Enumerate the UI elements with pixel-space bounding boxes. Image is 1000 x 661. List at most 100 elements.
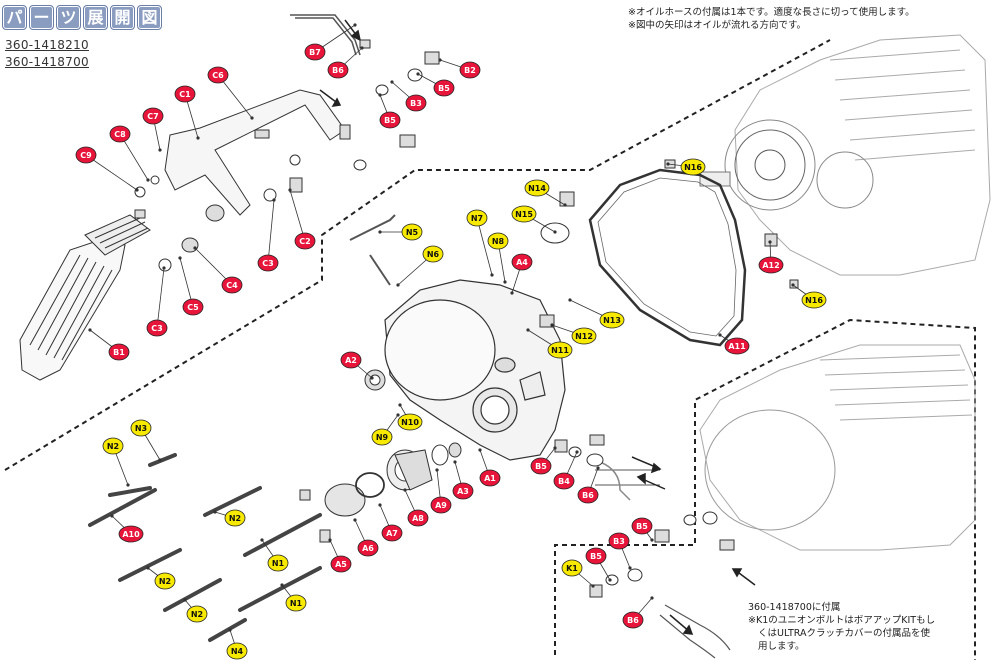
callout-dot [213,510,217,514]
callout-badge [430,496,452,514]
callout-badge [285,594,307,612]
callout-b6: B6 [622,596,654,629]
callout-badge [758,256,784,274]
callout-label: A12 [762,261,779,270]
callout-dot [791,283,795,287]
callout-dot [250,116,254,120]
callout-leader [217,74,253,119]
callout-b5: B5 [378,93,401,129]
callout-badge [530,457,552,475]
callout-badge [599,311,625,329]
callout-n2: N2 [102,437,130,487]
callout-a3: A3 [452,460,474,500]
callout-n8: N8 [487,232,509,284]
callout-label: A9 [435,501,447,510]
callout-leader [476,217,493,276]
callout-dot [628,566,632,570]
callout-b1: B1 [88,328,130,361]
callout-label: N8 [492,237,505,246]
part-number-1: 360-1418210 [5,38,89,52]
title-char: 開 [110,5,135,30]
note-bottom-line-1: 360-1418700に付属 [748,602,841,613]
oil-hoses [290,14,731,659]
callout-label: C5 [187,303,199,312]
callout-a5: A5 [328,538,352,573]
callout-dot [608,578,612,582]
callout-badge [294,232,316,250]
callout-dot [88,328,92,332]
callout-label: N15 [515,210,533,219]
callout-badge [397,413,423,431]
callout-a11: A11 [718,333,750,355]
callout-dot [650,538,654,542]
callout-label: A11 [728,342,746,351]
callout-dot [490,273,494,277]
callout-badge [118,525,144,543]
callout-dot [438,58,442,62]
callout-badge [130,419,152,437]
callout-b5: B5 [585,547,612,582]
callout-label: B4 [558,477,570,486]
callout-c7: C7 [142,107,164,152]
callout-c3: C3 [146,266,168,337]
engine-illustration-top [699,34,991,276]
callout-badge [585,547,607,565]
callout-badge [146,319,168,337]
callout-badge [561,559,583,577]
callout-label: C6 [212,71,224,80]
callout-badge [553,472,575,490]
callout-n10: N10 [397,403,423,431]
callout-n12: N12 [550,323,597,345]
callout-label: N3 [135,424,147,433]
callout-n11: N11 [526,328,573,359]
callout-badge [511,205,537,223]
callout-label: B5 [384,116,396,125]
callout-dot [370,376,374,380]
callout-badge [371,428,393,446]
callout-dot [110,514,114,518]
callout-badge [631,517,653,535]
callout-dot [126,483,130,487]
part-number-2: 360-1418700 [5,55,89,69]
callout-dot [378,93,382,97]
note-bottom-line-4: 用します。 [758,641,805,652]
callout-badge [680,158,706,176]
callout-badge [577,486,599,504]
callout-dot [563,203,567,207]
callout-dot [768,240,772,244]
note-top: ※オイルホースの付属は1本です。適度な長さに切って使用します。 ※図中の矢印はオ… [628,6,915,32]
callout-badge [330,555,352,573]
callout-badge [407,509,429,527]
note-bottom-line-3: くはULTRAクラッチカバーの付属品を使 [758,628,930,639]
callout-n5: N5 [378,223,423,241]
callout-n16: N16 [791,283,827,309]
note-bottom-line-2: ※K1のユニオンボルトはボアアップKITもし [748,615,936,626]
callout-label: B7 [309,48,321,57]
callout-label: B5 [636,522,648,531]
callout-c6: C6 [207,66,254,120]
engine-illustration-inset [699,344,976,551]
pipe-n5 [349,214,396,286]
callout-badge [379,111,401,129]
callout-badge [422,245,444,263]
callout-dot [158,458,162,462]
callout-label: C9 [80,151,92,160]
callout-dot [396,413,400,417]
callout-label: B5 [438,84,450,93]
callout-b5: B5 [631,517,654,542]
callout-label: A3 [457,487,469,496]
callout-dot [403,488,407,492]
long-bolts [88,453,322,642]
callout-dot [158,148,162,152]
callout-label: A7 [386,529,398,538]
callout-badge [479,469,501,487]
callout-c1: C1 [174,85,200,140]
callout-label: C8 [114,130,126,139]
callout-leader [289,189,306,242]
callout-a2: A2 [340,351,374,380]
bracket [164,89,346,216]
callout-dot [453,460,457,464]
callout-label: A10 [122,530,140,539]
callout-c9: C9 [75,146,139,192]
